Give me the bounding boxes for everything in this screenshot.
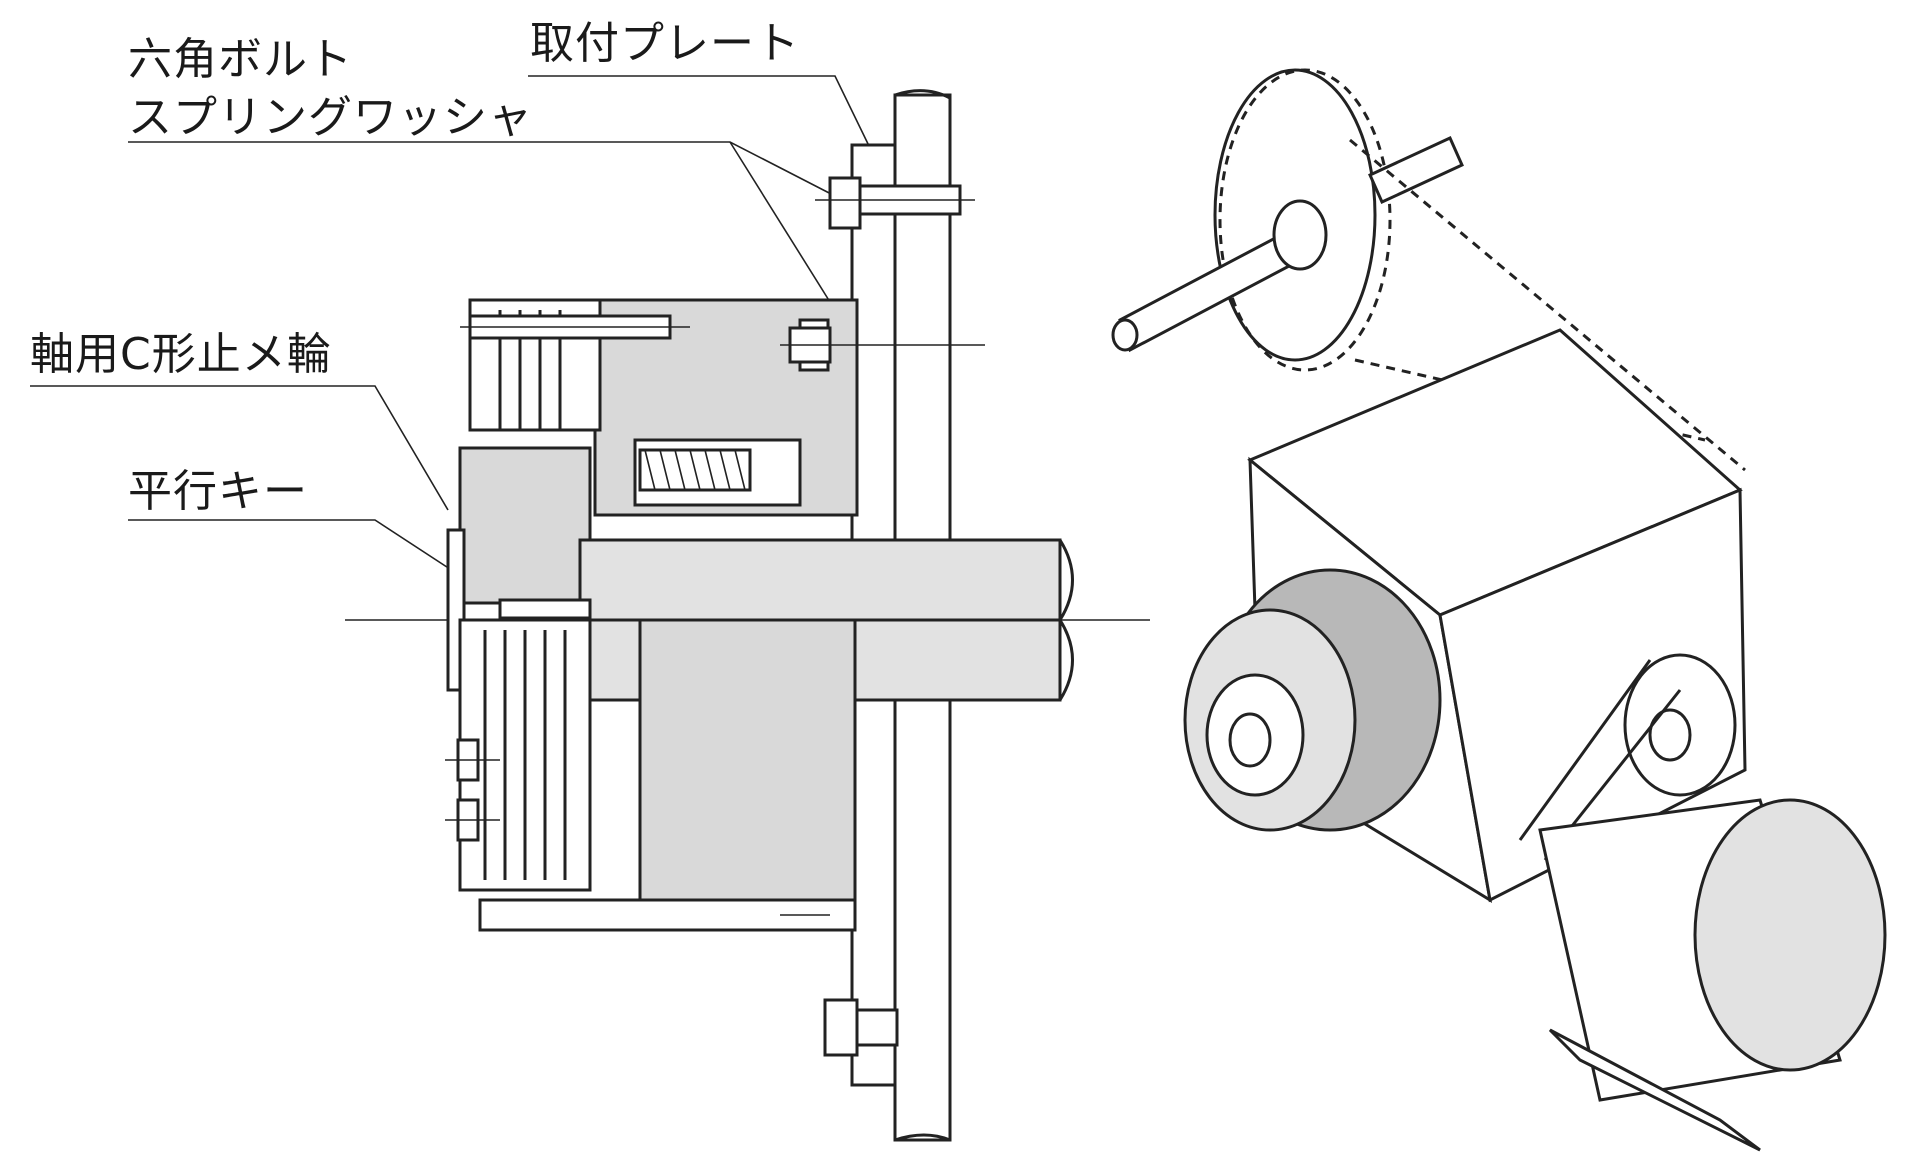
housing-lower <box>638 618 857 922</box>
label-retaining-ring: 軸用C形止メ輪 <box>30 329 332 380</box>
wall-break-bottom <box>894 1133 951 1142</box>
gearbox-side <box>1438 487 1747 903</box>
top-bolt-head <box>828 176 862 230</box>
upper-hub <box>1272 199 1328 271</box>
belt-side-a <box>1518 659 1652 841</box>
upper-shaft-right <box>1368 135 1464 205</box>
clutch-bore <box>1228 712 1272 768</box>
label-mounting-plate: 取付プレート <box>530 18 800 69</box>
leader-mounting-plate <box>528 75 871 149</box>
motor-endcap <box>1693 798 1887 1072</box>
label-parallel-key: 平行キー <box>128 466 308 517</box>
parallel-key <box>498 598 592 620</box>
spring-coil <box>638 448 752 492</box>
leader-retaining-ring <box>30 385 449 511</box>
leader-spring-washer-b <box>729 141 836 311</box>
label-spring-washer: スプリングワッシャ <box>128 92 533 143</box>
bottom-bolt-head <box>823 998 859 1057</box>
motor-base <box>1548 1028 1761 1152</box>
hub-block <box>458 446 592 605</box>
leader-lines <box>30 75 871 606</box>
isometric-view <box>1111 68 1887 1152</box>
leader-spring-washer-a <box>128 141 836 197</box>
plate-fins-lower <box>483 630 567 880</box>
sectional-view <box>345 89 1150 1142</box>
label-hex-bolt: 六角ボルト <box>128 34 353 85</box>
wall-break-top <box>894 89 951 100</box>
belt-top <box>1349 138 1746 472</box>
shaft-upper <box>578 538 1062 622</box>
